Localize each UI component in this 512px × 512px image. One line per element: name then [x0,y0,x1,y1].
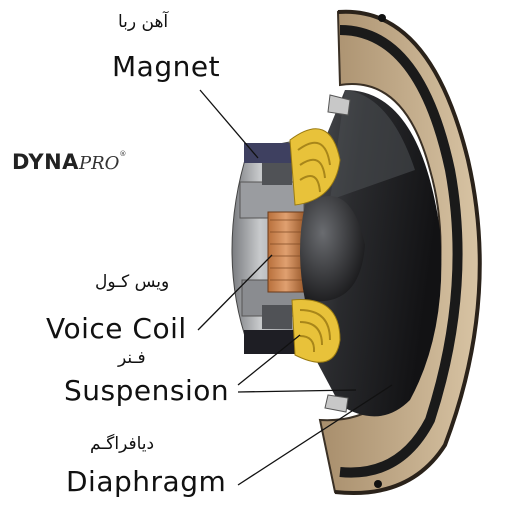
diaphragm-leader-line [237,384,393,486]
voice-coil-label-en: Voice Coil [46,312,187,345]
voice-coil-label-fa: ویس کـول [95,272,170,292]
speaker-illustration [231,9,482,495]
suspension-leader-line-2 [237,389,357,393]
rim-hole-icon [378,14,386,22]
suspension-leader-line-1 [237,334,301,386]
magnet-bottom-plate [244,330,296,354]
dynapro-logo: DYNAPRO® [12,150,126,174]
voice-coil-leader-line [197,254,273,331]
spider-suspension-top [289,128,341,206]
diaphragm-label-en: Diaphragm [66,465,227,498]
rim-hole-icon [374,480,382,488]
logo-main-text: DYNA [12,150,79,174]
magnet-leader-line [199,89,259,159]
logo-registered-mark: ® [119,150,127,158]
magnet-label-en: Magnet [112,50,221,83]
spider-suspension-bottom [291,299,341,363]
magnet-label-fa: آهن ربا [118,12,169,32]
suspension-label-fa: فـنر [118,348,146,368]
magnet-top-plate [244,143,296,163]
diaphragm-label-fa: دیافراگـم [90,434,155,454]
logo-sub-text: PRO [78,153,120,174]
dust-cap [300,196,365,302]
suspension-label-en: Suspension [64,374,230,407]
